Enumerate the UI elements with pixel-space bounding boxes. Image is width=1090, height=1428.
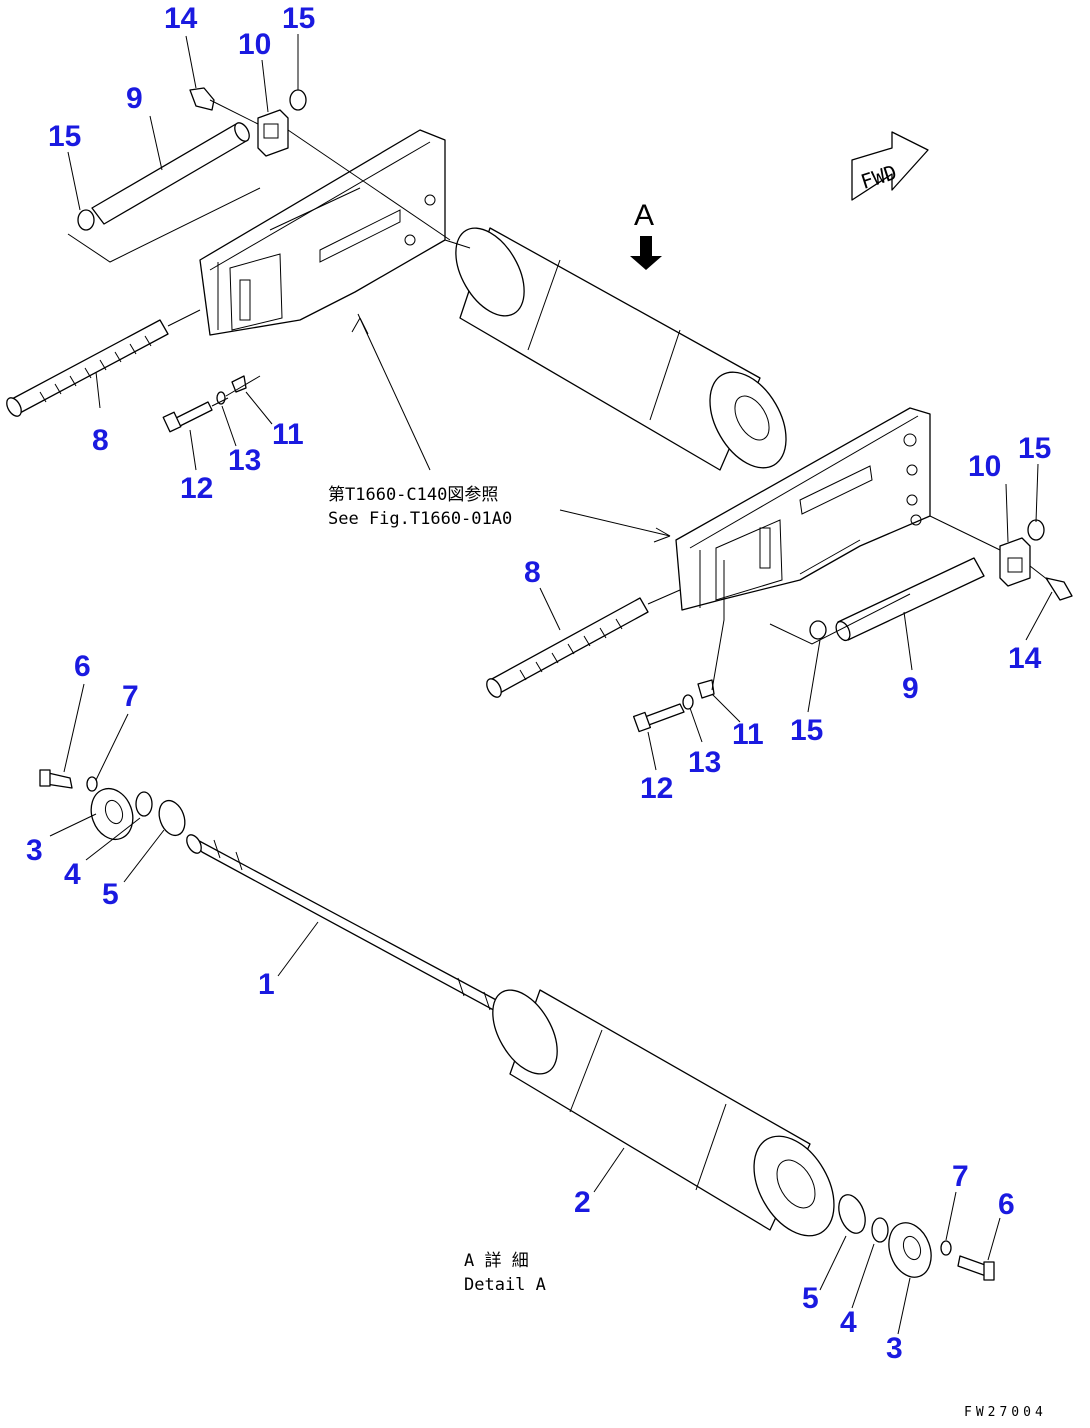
upper-adjusting-screw (6, 309, 201, 417)
callout-12: 12 (180, 472, 213, 505)
callout-11: 11 (732, 718, 764, 751)
callout-9: 9 (126, 82, 143, 115)
callout-13: 13 (688, 746, 721, 779)
callout-14: 14 (1008, 642, 1042, 675)
right-end-parts (838, 1194, 995, 1281)
callout-3: 3 (26, 834, 43, 867)
fwd-arrow-icon: FWD (851, 131, 929, 201)
figure-code: FW27004 (964, 1405, 1047, 1420)
callout-1: 1 (258, 968, 275, 1001)
upper-right-clip (289, 89, 307, 111)
upper-block (257, 109, 289, 157)
upper-bolt-set (162, 375, 261, 433)
view-marker-label: A (634, 199, 654, 232)
lower-reference-leader (559, 509, 671, 537)
lower-adjusting-screw (486, 589, 681, 698)
callout-3: 3 (886, 1332, 903, 1365)
left-end-parts (39, 769, 186, 841)
callout-12: 12 (640, 772, 673, 805)
upper-left-clip (77, 209, 95, 231)
callout-13: 13 (228, 444, 261, 477)
callout-leaders (49, 34, 1053, 1335)
callout-6: 6 (998, 1188, 1015, 1221)
callout-15: 15 (282, 2, 315, 35)
right-pin-clip (809, 620, 827, 640)
lower-roller (492, 989, 835, 1237)
callout-15: 15 (1018, 432, 1051, 465)
callout-9: 9 (902, 672, 919, 705)
upper-pin (67, 122, 261, 263)
shaft (186, 834, 513, 1021)
callout-2: 2 (574, 1186, 591, 1219)
callout-numbers: 14 10 15 9 15 8 12 13 11 10 15 8 14 9 11… (26, 2, 1051, 1365)
callout-7: 7 (952, 1160, 969, 1193)
view-arrow-icon (630, 236, 662, 270)
callout-10: 10 (968, 450, 1001, 483)
callout-11: 11 (272, 418, 304, 451)
detail-label-jp: A 詳 細 (464, 1251, 529, 1271)
callout-4: 4 (64, 858, 81, 891)
upper-roller (455, 227, 787, 471)
upper-fitting (189, 87, 215, 111)
reference-note-en: See Fig.T1660-01A0 (328, 509, 512, 529)
right-block (999, 537, 1031, 587)
callout-14: 14 (164, 2, 198, 35)
detail-label-en: Detail A (464, 1275, 546, 1295)
callout-6: 6 (74, 650, 91, 683)
right-frame (675, 407, 1001, 611)
upper-reference-leader (357, 313, 431, 471)
callout-7: 7 (122, 680, 139, 713)
lower-bolt-set (632, 560, 725, 733)
callout-10: 10 (238, 28, 271, 61)
right-pin (769, 557, 985, 645)
callout-8: 8 (524, 556, 541, 589)
callout-8: 8 (92, 424, 109, 457)
callout-5: 5 (102, 878, 119, 911)
right-clip (1027, 519, 1045, 541)
right-fitting (1045, 577, 1073, 601)
callout-15: 15 (790, 714, 823, 747)
callout-4: 4 (840, 1306, 857, 1339)
callout-15: 15 (48, 120, 81, 153)
upper-left-frame (199, 129, 471, 336)
callout-5: 5 (802, 1282, 819, 1315)
reference-note-jp: 第T1660-C140図参照 (328, 485, 498, 505)
